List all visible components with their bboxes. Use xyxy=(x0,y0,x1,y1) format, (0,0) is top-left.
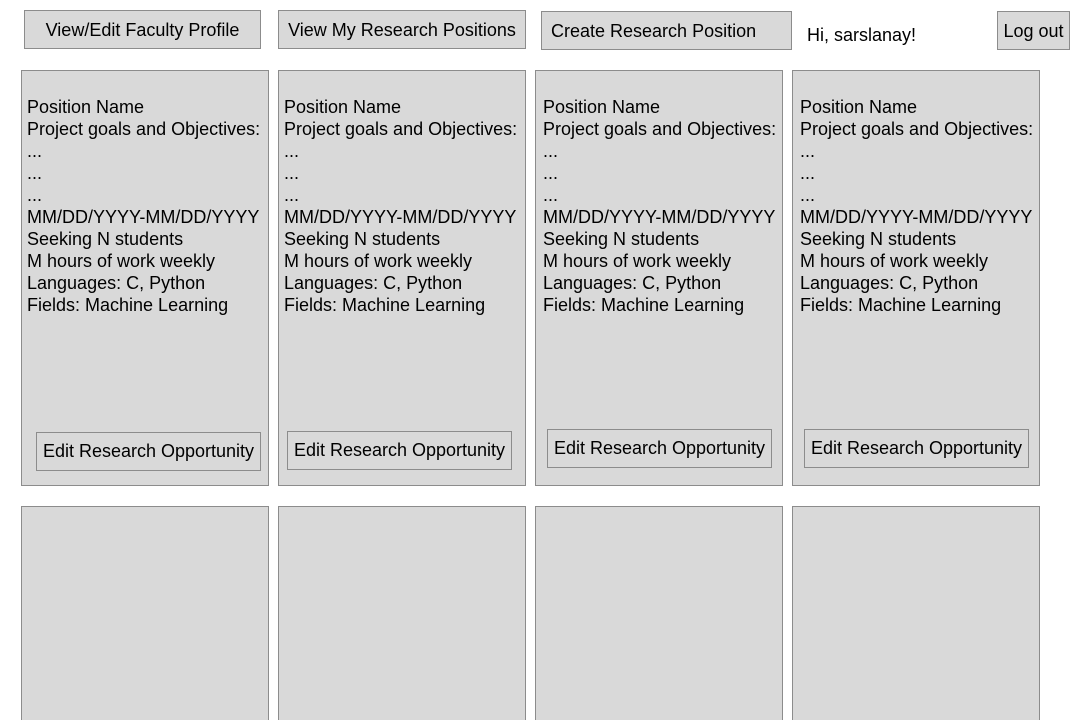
position-name: Position Name xyxy=(800,97,918,117)
fields: Fields: Machine Learning xyxy=(800,295,1002,315)
students-sought: Seeking N students xyxy=(800,229,957,249)
research-position-card: Position Name Project goals and Objectiv… xyxy=(792,70,1040,486)
date-range: MM/DD/YYYY-MM/DD/YYYY xyxy=(284,207,517,227)
goals-label: Project goals and Objectives: xyxy=(284,119,518,139)
goal-line: ... xyxy=(543,185,559,205)
research-position-card-placeholder xyxy=(535,506,783,720)
goal-line: ... xyxy=(284,141,300,161)
weekly-hours: M hours of work weekly xyxy=(284,251,473,271)
students-sought: Seeking N students xyxy=(543,229,700,249)
goal-line: ... xyxy=(543,141,559,161)
students-sought: Seeking N students xyxy=(284,229,441,249)
weekly-hours: M hours of work weekly xyxy=(800,251,989,271)
position-name: Position Name xyxy=(543,97,661,117)
goals-label: Project goals and Objectives: xyxy=(800,119,1034,139)
students-sought: Seeking N students xyxy=(27,229,184,249)
goal-line: ... xyxy=(284,163,300,183)
goal-line: ... xyxy=(27,185,43,205)
languages: Languages: C, Python xyxy=(284,273,463,293)
languages: Languages: C, Python xyxy=(543,273,722,293)
goal-line: ... xyxy=(800,185,816,205)
card-details: Position Name Project goals and Objectiv… xyxy=(27,96,260,316)
fields: Fields: Machine Learning xyxy=(543,295,745,315)
view-edit-faculty-profile-button[interactable]: View/Edit Faculty Profile xyxy=(24,10,261,49)
card-details: Position Name Project goals and Objectiv… xyxy=(284,96,517,316)
goal-line: ... xyxy=(800,163,816,183)
fields: Fields: Machine Learning xyxy=(27,295,229,315)
card-details: Position Name Project goals and Objectiv… xyxy=(543,96,776,316)
languages: Languages: C, Python xyxy=(27,273,206,293)
edit-research-opportunity-button[interactable]: Edit Research Opportunity xyxy=(547,429,772,468)
goal-line: ... xyxy=(284,185,300,205)
edit-research-opportunity-button[interactable]: Edit Research Opportunity xyxy=(804,429,1029,468)
goal-line: ... xyxy=(27,163,43,183)
card-details: Position Name Project goals and Objectiv… xyxy=(800,96,1033,316)
research-position-card-placeholder xyxy=(278,506,526,720)
research-position-card: Position Name Project goals and Objectiv… xyxy=(21,70,269,486)
greeting-text: Hi, sarslanay! xyxy=(807,25,917,45)
goal-line: ... xyxy=(27,141,43,161)
weekly-hours: M hours of work weekly xyxy=(27,251,216,271)
create-research-position-button[interactable]: Create Research Position xyxy=(541,11,792,50)
goals-label: Project goals and Objectives: xyxy=(27,119,261,139)
weekly-hours: M hours of work weekly xyxy=(543,251,732,271)
logout-button[interactable]: Log out xyxy=(997,11,1070,50)
fields: Fields: Machine Learning xyxy=(284,295,486,315)
edit-research-opportunity-button[interactable]: Edit Research Opportunity xyxy=(287,431,512,470)
position-name: Position Name xyxy=(27,97,145,117)
edit-research-opportunity-button[interactable]: Edit Research Opportunity xyxy=(36,432,261,471)
date-range: MM/DD/YYYY-MM/DD/YYYY xyxy=(543,207,776,227)
view-my-research-positions-button[interactable]: View My Research Positions xyxy=(278,10,526,49)
goals-label: Project goals and Objectives: xyxy=(543,119,777,139)
research-position-card: Position Name Project goals and Objectiv… xyxy=(535,70,783,486)
research-position-card: Position Name Project goals and Objectiv… xyxy=(278,70,526,486)
position-name: Position Name xyxy=(284,97,402,117)
date-range: MM/DD/YYYY-MM/DD/YYYY xyxy=(27,207,260,227)
goal-line: ... xyxy=(543,163,559,183)
goal-line: ... xyxy=(800,141,816,161)
date-range: MM/DD/YYYY-MM/DD/YYYY xyxy=(800,207,1033,227)
languages: Languages: C, Python xyxy=(800,273,979,293)
research-position-card-placeholder xyxy=(792,506,1040,720)
research-position-card-placeholder xyxy=(21,506,269,720)
